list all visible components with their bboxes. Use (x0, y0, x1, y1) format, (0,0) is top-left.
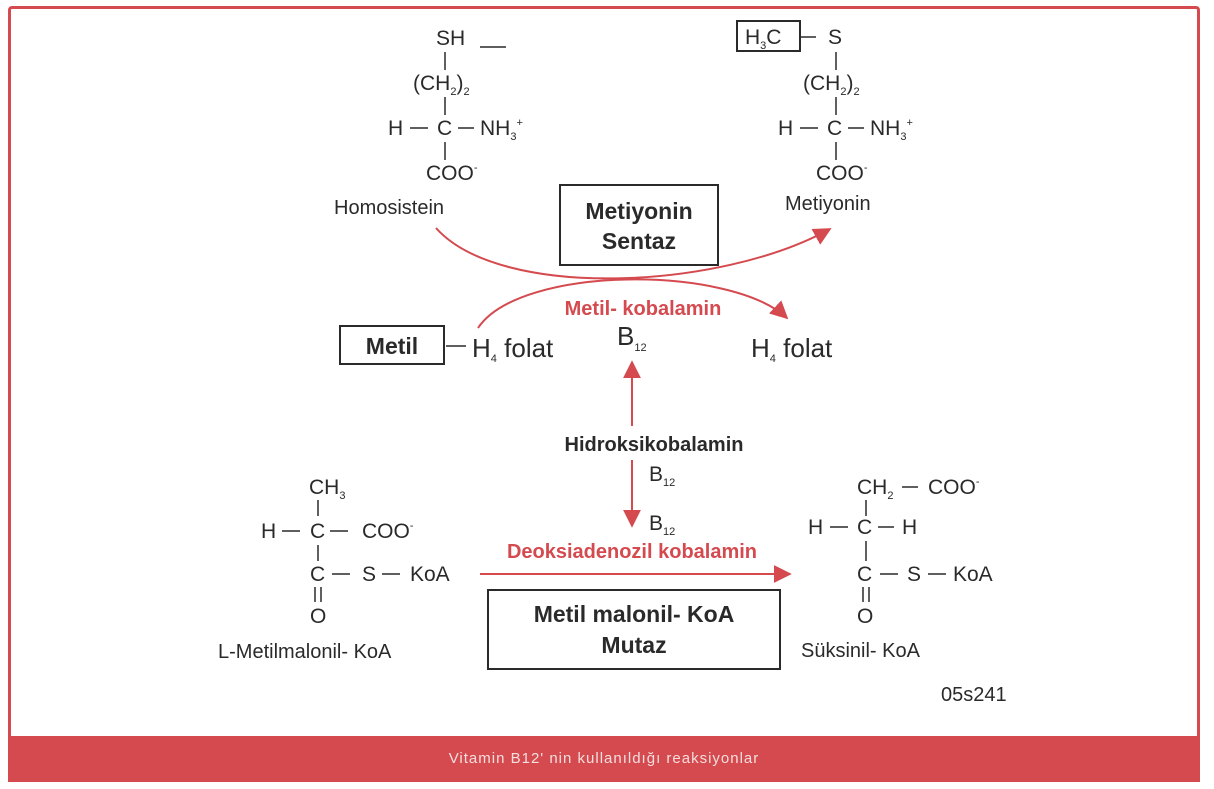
methylmalonyl-koa: KoA (410, 563, 450, 586)
succinyl-ch2: CH2 (857, 476, 893, 502)
succinyl-coo: COO- (928, 476, 980, 499)
methylmalonyl-label: L-Metilmalonil- KoA (218, 641, 392, 663)
b12-top: B12 (617, 321, 647, 354)
mutase-frame (487, 589, 781, 670)
methionine-synthase-line2: Sentaz (602, 228, 676, 254)
homocysteine-structure: SH (CH2)2 H C NH3+ COO- Homosistein (334, 27, 523, 219)
succinyl-o: O (857, 605, 873, 628)
methionine-c: C (827, 117, 842, 140)
succinyl-s: S (907, 563, 921, 586)
methionine-h: H (778, 117, 793, 140)
homocysteine-nh3: NH3+ (480, 117, 523, 143)
homocysteine-coo: COO- (426, 162, 478, 185)
folate-label: H4 folat (751, 333, 833, 365)
b12-low: B12 (649, 512, 675, 538)
methylmalonyl-coa-structure: CH3 H C COO- C S KoA O L-Metilmalonil- K… (218, 476, 450, 663)
methionine-synthase-frame (559, 184, 719, 266)
succinyl-label: Süksinil- KoA (801, 640, 921, 662)
methylmalonyl-o: O (310, 605, 326, 628)
methylcobalamin-label: Metil- kobalamin (565, 298, 722, 320)
homocysteine-to-methionine-arrow (435, 227, 832, 280)
b12-mid: B12 (649, 463, 675, 489)
methionine-coo: COO- (816, 162, 868, 185)
methyl-group-box (736, 20, 801, 52)
methionine-nh3: NH3+ (870, 117, 913, 143)
methionine-ch2: (CH2)2 (803, 72, 860, 98)
methionine-s: S (828, 26, 842, 49)
succinyl-h: H (808, 516, 823, 539)
methyl-folate-to-folate-arrow (477, 278, 789, 329)
figure-code: 05s241 (941, 684, 1007, 706)
homocysteine-ch2: (CH2)2 (413, 72, 470, 98)
hydroxocobalamin-label: Hidroksikobalamin (565, 434, 744, 456)
methyl-box (339, 325, 445, 365)
methionine-h3c: H3C (745, 26, 781, 52)
succinyl-coa-structure: CH2 COO- H C H C S KoA O Süksinil- KoA (801, 476, 993, 662)
mutase-line2: Mutaz (601, 632, 666, 658)
deoxyadenosylcobalamin-label: Deoksiadenozil kobalamin (507, 541, 757, 563)
homocysteine-c: C (437, 117, 452, 140)
figure-caption: Vitamin B12' nin kullanıldığı reaksiyonl… (8, 736, 1200, 782)
mutase-line1: Metil malonil- KoA (534, 601, 735, 627)
mutase-box: Metil malonil- KoA Mutaz (487, 589, 781, 670)
succinyl-koa: KoA (953, 563, 993, 586)
homocysteine-h: H (388, 117, 403, 140)
methylmalonyl-h: H (261, 520, 276, 543)
methionine-synthase-box: Metiyonin Sentaz (559, 184, 719, 266)
succinyl-h2: H (902, 516, 917, 539)
methylmalonyl-c: C (310, 520, 325, 543)
methionine-structure: H3C S (CH2)2 H C NH3+ COO- Metiyonin (736, 20, 913, 215)
methionine-label: Metiyonin (785, 193, 871, 215)
methylmalonyl-ch3: CH3 (309, 476, 345, 502)
homocysteine-sh: SH (436, 27, 465, 50)
methylmalonyl-coo: COO- (362, 520, 414, 543)
methylmalonyl-s: S (362, 563, 376, 586)
methyl-folate-label: H4 folat (472, 333, 554, 365)
methionine-synthase-line1: Metiyonin (585, 198, 692, 224)
methyl-box-label: Metil (366, 333, 418, 359)
succinyl-c: C (857, 516, 872, 539)
succinyl-c2: C (857, 563, 872, 586)
homocysteine-label: Homosistein (334, 197, 444, 219)
methylmalonyl-c2: C (310, 563, 325, 586)
